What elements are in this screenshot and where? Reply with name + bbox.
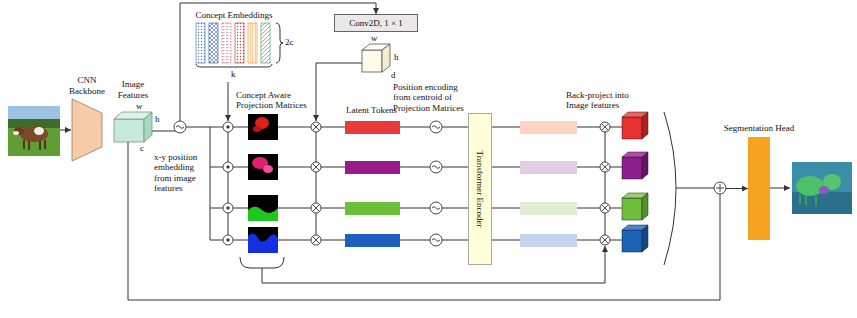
feature-cube: Image Features xyxy=(114,112,152,142)
segmentation-head: Segmentation Head xyxy=(748,137,770,240)
cnn-backbone-shape xyxy=(72,99,102,161)
connector-arrow xyxy=(128,142,748,300)
conv-box: Conv2D, 1 × 1 xyxy=(334,14,418,32)
cnn-backbone: CNN Backbone xyxy=(72,99,102,161)
dimension-label: w xyxy=(136,101,143,111)
node-label: Segmentation Head xyxy=(724,123,795,133)
annotation-label: Back-project into Image features xyxy=(566,90,638,111)
dimension-label: k xyxy=(231,69,236,79)
annotation-label: Position encoding from centroid of Proje… xyxy=(393,82,467,113)
annotation-label: x-y position embedding from image featur… xyxy=(154,152,206,193)
dimension-label: h xyxy=(394,52,399,62)
output-segmentation xyxy=(792,162,852,214)
projection-matrices xyxy=(248,114,278,253)
dimension-label: w xyxy=(371,33,378,43)
conv-output-cube xyxy=(362,44,390,72)
dimension-label: d xyxy=(391,70,396,80)
input-photo xyxy=(8,106,60,156)
feature-cube-shape xyxy=(114,112,152,142)
back-projected-tokens xyxy=(520,121,577,247)
annotation-label: Concept Aware Projection Matrices xyxy=(236,90,312,111)
concept-embeddings-shape xyxy=(194,22,274,64)
flow-lines xyxy=(60,23,790,283)
dimension-label: 2c xyxy=(285,37,294,47)
latent-tokens xyxy=(345,121,400,247)
transformer-box: Transformer Encoder xyxy=(468,113,492,265)
dimension-label: c xyxy=(140,143,144,153)
node-label: Conv2D, 1 × 1 xyxy=(349,18,403,28)
node-label: Image Features xyxy=(112,79,154,100)
node-label: Concept Embeddings xyxy=(195,10,272,20)
dimension-label: h xyxy=(155,114,160,124)
output-cubes xyxy=(622,112,648,252)
operator-symbols xyxy=(174,121,726,246)
node-label: CNN Backbone xyxy=(65,75,109,96)
node-label: Transformer Encoder xyxy=(475,151,485,228)
concept-embeddings: Concept Embeddings xyxy=(194,22,274,64)
